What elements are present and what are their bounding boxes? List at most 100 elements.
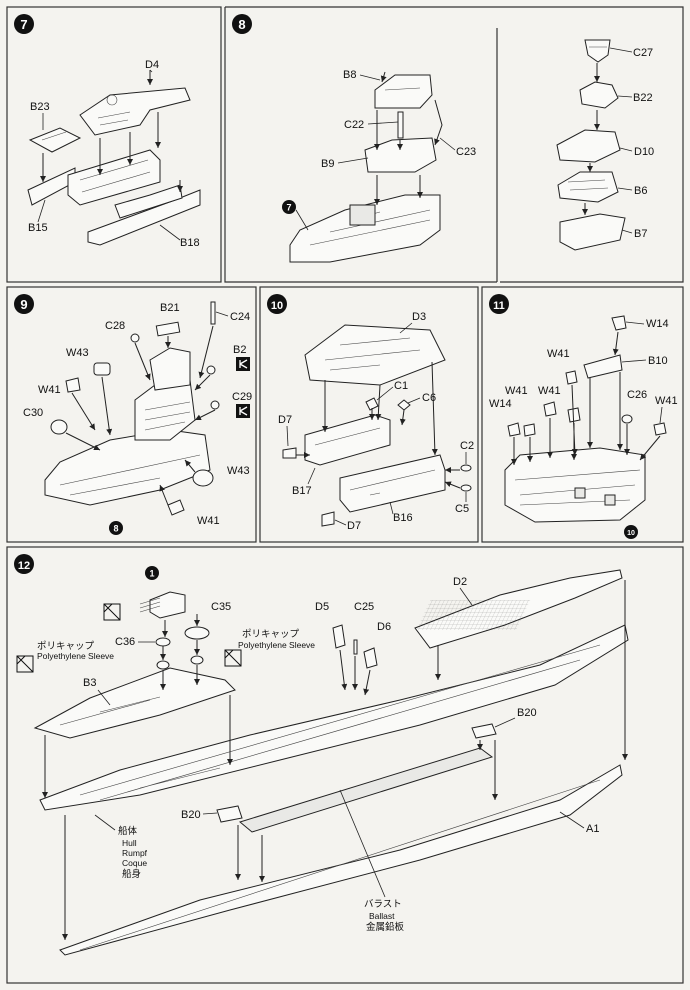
svg-text:B3: B3	[83, 677, 96, 689]
step-number-12: 12	[14, 554, 34, 574]
panel-step-12	[6, 546, 684, 984]
ballast-plate	[238, 747, 494, 833]
svg-text:ポリキャップ: ポリキャップ	[37, 641, 95, 652]
part-c6	[397, 399, 411, 411]
part-c22	[397, 111, 404, 139]
step-ref-8: 8	[109, 521, 123, 535]
part-w41-d	[653, 422, 667, 436]
svg-text:B2: B2	[233, 344, 246, 356]
step-10-diagram: D3 C1 C6 D7 C2 B17 C5 B16 D7	[278, 311, 474, 532]
part-w41-c	[567, 407, 581, 423]
svg-text:C35: C35	[211, 601, 231, 613]
part-b10	[583, 354, 623, 379]
part-w43-bottom	[192, 469, 214, 487]
step-ref-10: 10	[624, 525, 638, 539]
part-hull-section	[67, 149, 161, 206]
part-c29	[210, 400, 220, 410]
svg-text:C22: C22	[344, 119, 364, 131]
part-b21	[155, 321, 181, 337]
step-ref-1: 1	[145, 566, 159, 580]
svg-text:W41: W41	[38, 384, 61, 396]
part-d10	[556, 129, 621, 163]
part-c25	[353, 639, 358, 655]
svg-text:D5: D5	[315, 601, 329, 613]
panel-step-8	[225, 6, 684, 283]
part-c24	[210, 301, 216, 325]
svg-text:Polyethylene Sleeve: Polyethylene Sleeve	[37, 651, 114, 661]
svg-text:B16: B16	[393, 512, 413, 524]
step-number-11: 11	[489, 294, 509, 314]
svg-text:D6: D6	[377, 621, 391, 633]
part-b23	[28, 127, 82, 153]
svg-text:B15: B15	[28, 222, 48, 234]
part-d4	[79, 87, 191, 136]
svg-text:C28: C28	[105, 320, 125, 332]
part-w14-left	[507, 422, 521, 437]
svg-text:バラスト: バラスト	[364, 899, 402, 910]
svg-text:D7: D7	[347, 520, 361, 532]
step-ref-7: 7	[282, 200, 296, 214]
part-c28	[130, 333, 140, 343]
poly-cap-left	[156, 660, 170, 670]
step-number-7: 7	[14, 14, 34, 34]
step-9-diagram: B21 C24 C28 W43 B2 W41 C29 C30 W43 W41	[23, 301, 252, 535]
part-b16	[339, 454, 446, 513]
omit-icon-b2	[236, 357, 250, 371]
part-c30	[50, 419, 68, 435]
panel-step-8-left	[224, 7, 497, 283]
svg-text:C36: C36	[115, 636, 135, 648]
part-hull-block-step11	[504, 447, 646, 523]
svg-text:D4: D4	[145, 59, 159, 71]
panel-step-9	[6, 286, 257, 543]
svg-text:W41: W41	[547, 348, 570, 360]
svg-text:Coque: Coque	[122, 858, 147, 868]
svg-text:B20: B20	[181, 809, 201, 821]
svg-text:W41: W41	[655, 395, 678, 407]
svg-text:B7: B7	[634, 228, 647, 240]
part-d6	[363, 647, 378, 669]
svg-text:7: 7	[286, 203, 291, 213]
part-w14-top	[611, 315, 627, 331]
svg-text:B17: B17	[292, 485, 312, 497]
part-w41-b	[543, 401, 557, 417]
svg-text:W41: W41	[538, 385, 561, 397]
svg-text:W14: W14	[646, 318, 669, 330]
part-c1	[365, 397, 379, 411]
svg-text:Rumpf: Rumpf	[122, 848, 148, 858]
svg-text:船体: 船体	[118, 825, 138, 837]
step-11-diagram: B10 W14 W41 W41 W41 W41 C26 W14	[489, 315, 678, 539]
step-number-10: 10	[267, 294, 287, 314]
step-number-8: 8	[232, 14, 252, 34]
svg-text:11: 11	[493, 300, 505, 312]
svg-text:W43: W43	[227, 465, 250, 477]
svg-text:7: 7	[20, 17, 27, 32]
svg-text:C30: C30	[23, 407, 43, 419]
part-d7-bottom	[321, 511, 335, 527]
part-turret-1	[149, 591, 186, 619]
svg-text:10: 10	[271, 300, 283, 312]
svg-text:C1: C1	[394, 380, 408, 392]
part-d7-top	[282, 447, 297, 459]
step-8-diagram: B8 C22 C23 B9 7 C27 B22 D10 B6 B7	[282, 39, 654, 263]
svg-text:Hull: Hull	[122, 838, 137, 848]
step-7-diagram: D4 B23 B15 B18	[27, 59, 201, 249]
part-c26	[621, 414, 633, 424]
svg-text:C26: C26	[627, 389, 647, 401]
svg-text:W14: W14	[489, 398, 512, 410]
svg-text:1: 1	[149, 569, 154, 579]
svg-text:10: 10	[627, 530, 635, 537]
part-hull-section-step8	[289, 194, 441, 263]
part-b8	[374, 74, 433, 109]
svg-text:B9: B9	[321, 158, 334, 170]
svg-text:9: 9	[20, 297, 27, 312]
part-w41-a	[565, 370, 578, 385]
part-c5	[460, 484, 472, 492]
svg-text:Polyethylene Sleeve: Polyethylene Sleeve	[238, 640, 315, 650]
svg-text:C27: C27	[633, 47, 653, 59]
svg-text:B23: B23	[30, 101, 50, 113]
svg-text:金属鉛板: 金属鉛板	[366, 921, 405, 933]
part-b2	[206, 365, 216, 375]
step-number-9: 9	[14, 294, 34, 314]
part-b7	[559, 213, 626, 251]
